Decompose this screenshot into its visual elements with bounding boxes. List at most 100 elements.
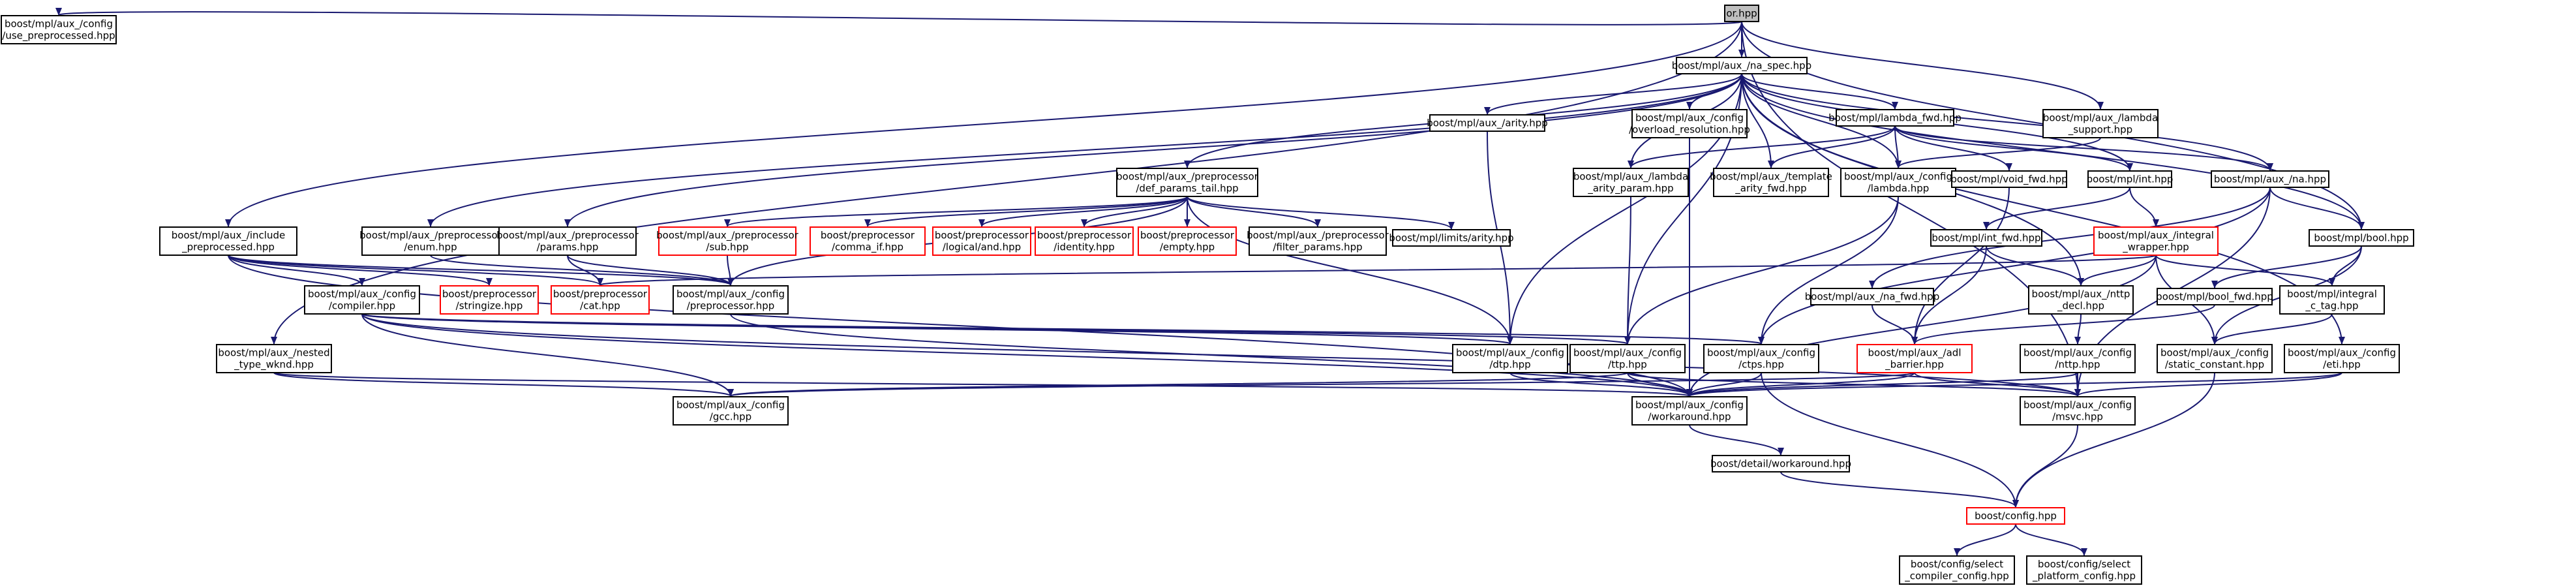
edge-def-params-to-filter xyxy=(1187,196,1321,227)
node-empty[interactable]: boost/preprocessor/empty.hpp xyxy=(1138,226,1237,256)
node-label: boost/mpl/lambda_fwd.hpp xyxy=(1828,112,1962,125)
node-cfg-gcc[interactable]: boost/mpl/aux_/config/gcc.hpp xyxy=(673,396,789,426)
node-box xyxy=(673,396,789,426)
node-pp-params[interactable]: boost/mpl/aux_/preprocessor/params.hpp xyxy=(496,226,639,256)
node-workaround[interactable]: boost/mpl/aux_/config/workaround.hpp xyxy=(1631,396,1748,426)
node-use-pre[interactable]: boost/mpl/aux_/config/use_preprocessed.h… xyxy=(1,15,117,44)
node-box xyxy=(2157,288,2273,305)
edge-def-params-to-pp-sub xyxy=(724,196,1188,227)
node-label: boost/mpl/aux_/config xyxy=(2160,347,2269,360)
node-label: boost/mpl/integral xyxy=(2287,288,2377,300)
edge-na-to-na-fwd xyxy=(1869,187,2271,288)
node-na[interactable]: boost/mpl/aux_/na.hpp xyxy=(2211,170,2329,188)
node-cfg-ttp[interactable]: boost/mpl/aux_/config/ttp.hpp xyxy=(1569,344,1686,373)
node-cfg-lambda[interactable]: boost/mpl/aux_/config/lambda.hpp xyxy=(1840,168,1956,197)
node-detail-workaround[interactable]: boost/detail/workaround.hpp xyxy=(1710,455,1851,472)
node-label: boost/config/select xyxy=(2038,559,2130,570)
node-label: boost/mpl/bool_fwd.hpp xyxy=(2156,291,2273,303)
node-select-compiler[interactable]: boost/config/select_compiler_config.hpp xyxy=(1899,555,2015,585)
node-bool[interactable]: boost/mpl/bool.hpp xyxy=(2309,229,2414,247)
node-label: boost/mpl/aux_/template xyxy=(1710,171,1832,183)
node-label: boost/mpl/aux_/config xyxy=(1456,347,1564,360)
node-label: boost/preprocessor xyxy=(935,230,1029,241)
node-int-fwd[interactable]: boost/mpl/int_fwd.hpp xyxy=(1930,229,2042,247)
edge-include-pre-to-cat xyxy=(228,255,603,286)
edge-config-to-select-compiler xyxy=(1954,523,2016,556)
node-label: boost/preprocessor xyxy=(553,288,648,300)
node-lambda-arity[interactable]: boost/mpl/aux_/lambda_arity_param.hpp xyxy=(1573,168,1689,197)
edge-lambda-spec-to-pp-enum xyxy=(427,73,1742,227)
node-cfg-eti[interactable]: boost/mpl/aux_/config/eti.hpp xyxy=(2284,344,2400,373)
node-stringize[interactable]: boost/preprocessor/stringize.hpp xyxy=(440,285,539,315)
node-nested-type[interactable]: boost/mpl/aux_/nested_type_wknd.hpp xyxy=(216,344,332,373)
node-limits[interactable]: boost/mpl/limits/arity.hpp xyxy=(1389,229,1514,247)
node-box xyxy=(1569,344,1686,373)
edge-integral-wrapper-to-nttp-decl xyxy=(2078,255,2157,286)
node-adl[interactable]: boost/mpl/aux_/adl_barrier.hpp xyxy=(1856,344,1973,373)
node-static-const[interactable]: boost/mpl/aux_/config/static_constant.hp… xyxy=(2157,344,2273,373)
node-lambda-support[interactable]: boost/mpl/aux_/lambda_support.hpp xyxy=(2042,109,2159,138)
node-label: boost/mpl/aux_/config xyxy=(5,18,113,31)
node-cat[interactable]: boost/preprocessor/cat.hpp xyxy=(551,285,650,315)
node-cfg-pp[interactable]: boost/mpl/aux_/config/preprocessor.hpp xyxy=(673,285,789,315)
node-label: boost/mpl/aux_/include xyxy=(172,230,285,242)
node-label: boost/mpl/aux_/config xyxy=(1573,347,1682,360)
node-label: /identity.hpp xyxy=(1053,241,1114,253)
node-label: boost/mpl/aux_/na.hpp xyxy=(2214,174,2326,186)
node-box xyxy=(159,226,297,256)
node-box xyxy=(658,226,796,256)
edge-cfg-compiler-to-workaround xyxy=(361,313,1693,397)
node-cfg-msvc[interactable]: boost/mpl/aux_/config/msvc.hpp xyxy=(2020,396,2136,426)
node-int[interactable]: boost/mpl/int.hpp xyxy=(2087,170,2174,188)
node-integral-wrapper[interactable]: boost/mpl/aux_/integral_wrapper.hpp xyxy=(2093,226,2219,256)
node-label: _compiler_config.hpp xyxy=(1904,570,2009,583)
node-na-fwd[interactable]: boost/mpl/aux_/na_fwd.hpp xyxy=(1805,288,1939,305)
node-lambda-spec[interactable]: boost/mpl/aux_/na_spec.hpp xyxy=(1672,57,1811,74)
edge-or-to-include-pre xyxy=(225,21,1742,227)
node-config[interactable]: boost/config.hpp xyxy=(1966,507,2065,525)
node-box xyxy=(1631,109,1748,138)
node-or[interactable]: or.hpp xyxy=(1724,5,1759,22)
node-label: boost/mpl/aux_/lambda xyxy=(2043,112,2158,125)
node-cfg-compiler[interactable]: boost/mpl/aux_/config/compiler.hpp xyxy=(304,285,420,315)
node-box xyxy=(1703,344,1819,373)
node-bool-fwd[interactable]: boost/mpl/bool_fwd.hpp xyxy=(2156,288,2273,305)
node-identity[interactable]: boost/preprocessor/identity.hpp xyxy=(1035,226,1134,256)
edge-lambda-spec-to-na xyxy=(1741,73,2273,171)
node-def-params[interactable]: boost/mpl/aux_/preprocessor/def_params_t… xyxy=(1116,168,1259,197)
node-cfg-nttp[interactable]: boost/mpl/aux_/config/nttp.hpp xyxy=(2020,344,2136,373)
node-overload[interactable]: boost/mpl/aux_/config/overload_resolutio… xyxy=(1629,109,1750,138)
node-lambda-fwd[interactable]: boost/mpl/lambda_fwd.hpp xyxy=(1828,109,1962,127)
node-comma-if[interactable]: boost/preprocessor/comma_if.hpp xyxy=(810,226,926,256)
edge-cfg-ttp-to-cfg-gcc xyxy=(727,372,1628,397)
node-box xyxy=(1899,555,2015,585)
node-arity[interactable]: boost/mpl/aux_/arity.hpp xyxy=(1427,114,1548,132)
node-pp-enum[interactable]: boost/mpl/aux_/preprocessor/enum.hpp xyxy=(359,226,502,256)
edge-detail-workaround-to-config xyxy=(1780,471,2019,508)
edge-lambda-spec-to-lambda-fwd xyxy=(1741,73,1898,110)
node-pp-sub[interactable]: boost/mpl/aux_/preprocessor/sub.hpp xyxy=(656,226,799,256)
node-box xyxy=(2279,285,2385,315)
node-cfg-dtp[interactable]: boost/mpl/aux_/config/dtp.hpp xyxy=(1452,344,1568,373)
node-box xyxy=(2284,344,2400,373)
edge-cfg-lambda-to-cfg-ttp xyxy=(1624,196,1899,345)
edge-cfg-ctps-to-config xyxy=(1761,372,2019,508)
edge-na-fwd-to-adl xyxy=(1871,304,1918,345)
node-void-fwd[interactable]: boost/mpl/void_fwd.hpp xyxy=(1950,170,2068,188)
edge-lambda-fwd-to-na xyxy=(1894,125,2273,171)
node-label: boost/mpl/aux_/config xyxy=(676,288,785,301)
node-label: boost/preprocessor xyxy=(442,288,537,300)
node-box xyxy=(932,226,1031,256)
node-cfg-ctps[interactable]: boost/mpl/aux_/config/ctps.hpp xyxy=(1703,344,1819,373)
node-integral-c-tag[interactable]: boost/mpl/integral_c_tag.hpp xyxy=(2279,285,2385,315)
node-nttp-decl[interactable]: boost/mpl/aux_/nttp_decl.hpp xyxy=(2028,285,2134,315)
edge-include-pre-to-stringize xyxy=(228,255,492,286)
node-label: /static_constant.hpp xyxy=(2165,359,2264,371)
node-box xyxy=(2020,344,2136,373)
node-logical-and[interactable]: boost/preprocessor/logical/and.hpp xyxy=(932,226,1031,256)
node-select-platform[interactable]: boost/config/select_platform_config.hpp xyxy=(2026,555,2142,585)
node-filter[interactable]: boost/mpl/aux_/preprocessor/filter_param… xyxy=(1247,226,1389,256)
node-include-pre[interactable]: boost/mpl/aux_/include_preprocessed.hpp xyxy=(159,226,297,256)
edge-lambda-arity-to-cfg-ttp xyxy=(1624,196,1631,345)
node-template-arity[interactable]: boost/mpl/aux_/template_arity_fwd.hpp xyxy=(1710,168,1832,197)
